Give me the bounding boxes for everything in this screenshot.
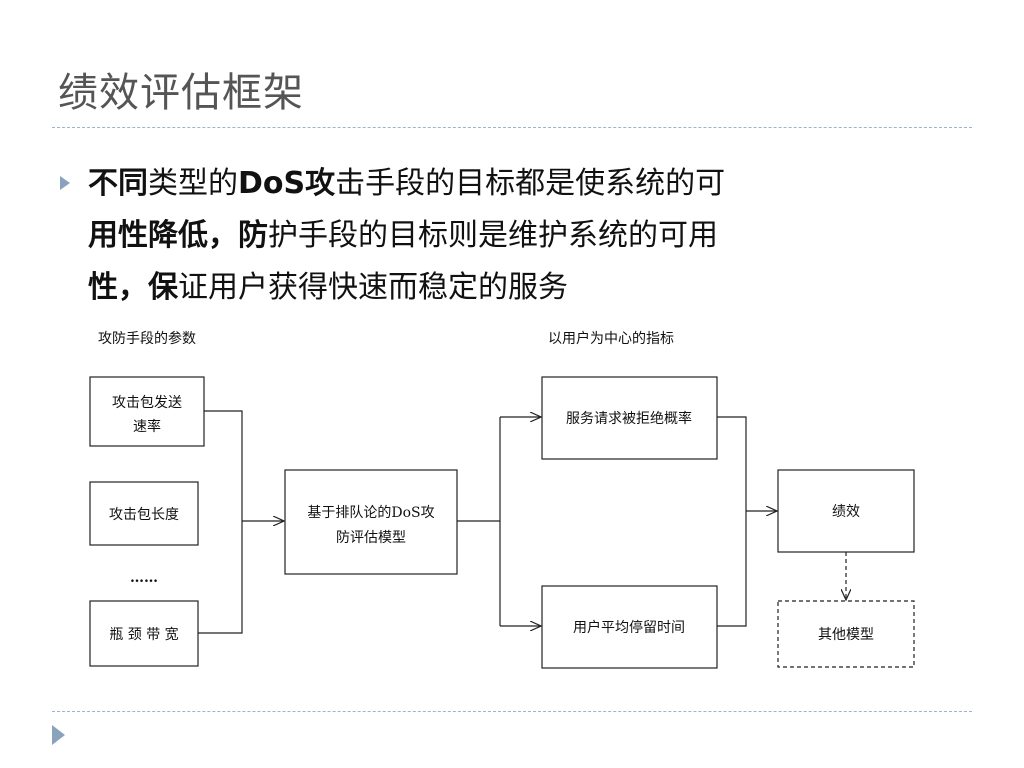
next-slide-triangle-icon[interactable] bbox=[52, 725, 65, 745]
param-box-attack-rate bbox=[89, 376, 205, 447]
bullet-segment: 证用户获得快速而稳定的服务 bbox=[178, 270, 568, 305]
param-box-packet-length bbox=[89, 481, 199, 546]
metric-wait-text: 用户平均停留时间 bbox=[573, 619, 685, 636]
queueing-model-box bbox=[284, 469, 458, 575]
metrics-section-label: 以用户为中心的指标 bbox=[548, 330, 674, 347]
other-models-text: 其他模型 bbox=[818, 627, 874, 643]
bullet-segment: 保 bbox=[148, 270, 178, 305]
other-models-box bbox=[777, 600, 915, 668]
param-length-text: 攻击包长度 bbox=[109, 507, 179, 523]
metric-reject-text: 服务请求被拒绝概率 bbox=[566, 410, 692, 427]
metric-box-reject-probability bbox=[541, 376, 718, 460]
bullet-segment: 护手段的目标则是维护系统的可用 bbox=[268, 218, 718, 253]
footer-divider bbox=[52, 711, 972, 712]
param-rate-text: 攻击包发送 bbox=[112, 395, 182, 411]
performance-text: 绩效 bbox=[832, 504, 860, 520]
model-text: 基于排队论的DoS攻 bbox=[307, 504, 434, 521]
bullet-segment: 击手段的目标都是使系统的可 bbox=[335, 166, 726, 201]
bullet-triangle-icon bbox=[60, 176, 70, 190]
slide-title: 绩效评估框架 bbox=[58, 70, 304, 116]
param-bandwidth-text: 瓶 颈 带 宽 bbox=[109, 626, 178, 643]
bullet-segment: 不同 bbox=[88, 166, 148, 201]
param-box-bottleneck-bandwidth bbox=[89, 600, 199, 667]
metric-box-avg-wait-time bbox=[541, 585, 718, 669]
param-rate-text: 速率 bbox=[133, 418, 161, 435]
bullet-segment: 类型的 bbox=[148, 166, 238, 201]
model-to-metrics-connector bbox=[457, 417, 501, 522]
bullet-segment: DoS攻 bbox=[238, 166, 336, 201]
bullet-segment: 防 bbox=[238, 218, 268, 253]
params-bracket-connector bbox=[198, 410, 243, 634]
params-section-label: 攻防手段的参数 bbox=[98, 330, 196, 347]
title-divider bbox=[52, 127, 972, 128]
model-text: 防评估模型 bbox=[336, 530, 406, 546]
bullet-segment: 用性降低， bbox=[88, 218, 238, 253]
metrics-bracket-connector bbox=[717, 416, 747, 627]
bullet-paragraph: 不同类型的DoS攻击手段的目标都是使系统的可用性降低，防护手段的目标则是维护系统… bbox=[88, 158, 948, 314]
param-ellipsis: …… bbox=[130, 570, 158, 586]
bullet-segment: 性， bbox=[88, 270, 148, 305]
